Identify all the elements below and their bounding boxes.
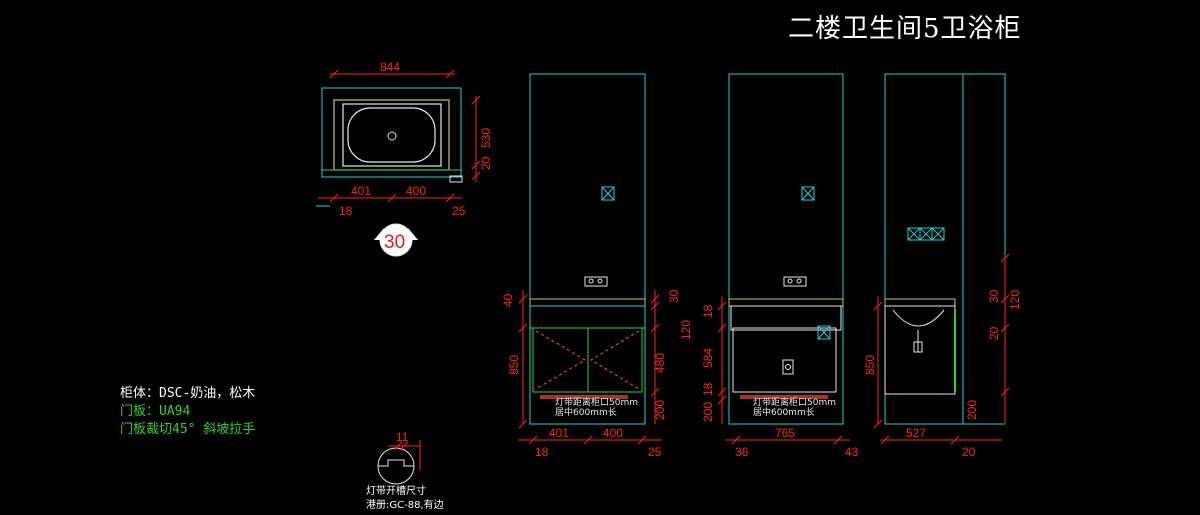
- outlet-icon: [584, 276, 608, 287]
- front-a-outline: [529, 73, 646, 425]
- front-b-drawer: [732, 327, 837, 393]
- dim-b-36: 36: [735, 445, 749, 459]
- dim-a-400: 400: [603, 426, 623, 440]
- dim-20: 20: [479, 156, 493, 170]
- front-a-door-right: [587, 327, 643, 393]
- front-view-a: 灯带距离柜口50mm 居中600mm长 40 850 30 120 480 20…: [501, 73, 693, 459]
- groove-label: 灯带开槽尺寸: [366, 486, 426, 497]
- dim-a-120: 120: [679, 320, 693, 340]
- light-note-b2: 居中600mm长: [753, 406, 815, 418]
- dim-s-20: 20: [987, 326, 1001, 340]
- dim-b-584: 584: [701, 348, 715, 368]
- dim-530: 530: [479, 128, 493, 148]
- dim-s-850: 850: [863, 355, 877, 375]
- side-outline: [884, 73, 1006, 425]
- dim-a-25: 25: [648, 445, 662, 459]
- drain-icon: [387, 131, 397, 141]
- side-view: 850 30 120 20 200 527 20: [863, 73, 1022, 459]
- dim-s-20b: 20: [962, 445, 976, 459]
- dim-a-30: 30: [667, 289, 681, 303]
- front-b-countertop: [728, 298, 844, 307]
- basin-bowl: [347, 107, 436, 163]
- plan-counter: [333, 99, 450, 171]
- dim-b-18b: 18: [701, 382, 715, 396]
- basin-outline: [342, 103, 442, 167]
- side-basin: [892, 309, 945, 327]
- dim-a-18: 18: [535, 445, 549, 459]
- side-cabinet: [884, 305, 956, 395]
- dim-b-765: 765: [775, 426, 795, 440]
- dim-a-200: 200: [653, 400, 667, 420]
- dim-a-850: 850: [507, 355, 521, 375]
- dim-s-30: 30: [987, 289, 1001, 303]
- groove-dim-11: 11: [396, 430, 409, 444]
- plan-view: 844 530 20 401 400 18 25: [316, 60, 493, 218]
- side-countertop: [884, 298, 956, 307]
- groove-detail: 11: [377, 430, 421, 485]
- dim-b-18a: 18: [701, 304, 715, 318]
- dim-844: 844: [380, 60, 400, 74]
- light-strip-a: [540, 395, 628, 399]
- section-marker: 30: [374, 223, 418, 257]
- dim-a-401: 401: [549, 426, 569, 440]
- material-cabinet: 柜体：DSC-奶油，松木: [120, 386, 256, 401]
- dim-400: 400: [406, 184, 426, 198]
- dim-25: 25: [452, 204, 466, 218]
- light-strip-b: [740, 395, 828, 399]
- front-b-outline: [728, 73, 844, 425]
- socket-icon: [601, 186, 615, 201]
- dim-401: 401: [351, 184, 371, 198]
- dim-a-480: 480: [653, 353, 667, 373]
- dim-s-120: 120: [1008, 290, 1022, 310]
- light-note-b1: 灯带距离柜口50mm: [753, 396, 836, 408]
- dim-18: 18: [339, 204, 353, 218]
- plan-handle: [449, 175, 463, 183]
- front-a-countertop: [529, 298, 646, 307]
- dim-s-527: 527: [906, 426, 926, 440]
- front-view-b: 灯带距离柜口50mm 居中600mm长 18 584 18 200 765 36…: [701, 73, 859, 459]
- material-door-cut: 门板裁切45° 斜坡拉手: [120, 422, 256, 437]
- light-note-a2: 居中600mm长: [555, 406, 617, 418]
- plan-outline: [321, 87, 462, 178]
- drawing-title: 二楼卫生间5卫浴柜: [788, 14, 1022, 44]
- dim-s-200: 200: [965, 400, 979, 420]
- dim-a-40: 40: [501, 293, 515, 307]
- groove-spec: 港册:GC-88,有边: [366, 500, 444, 511]
- light-note-a1: 灯带距离柜口50mm: [555, 396, 638, 408]
- dim-b-200: 200: [701, 402, 715, 422]
- front-a-door-left: [532, 327, 589, 393]
- section-number: 30: [384, 232, 405, 253]
- material-door: 门板：UA94: [120, 404, 191, 419]
- dim-b-43: 43: [845, 445, 859, 459]
